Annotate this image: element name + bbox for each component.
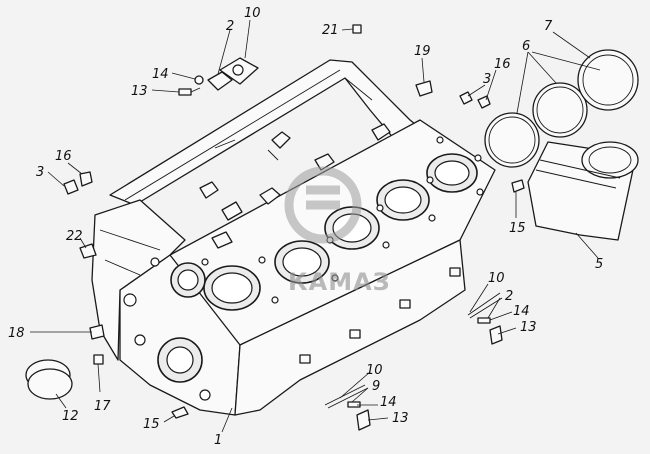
callout-14-top: 14 <box>152 67 169 82</box>
callout-19: 19 <box>414 44 431 59</box>
callout-3-right: 3 <box>483 72 491 87</box>
bolt <box>178 87 201 96</box>
callout-15-bottom: 15 <box>143 417 160 432</box>
kamaz-watermark: КАМАЗ <box>284 166 391 296</box>
callout-15-right: 15 <box>509 221 526 236</box>
cylinder-block <box>91 59 496 416</box>
callout-16-right: 16 <box>494 57 511 72</box>
hardware-lower <box>324 384 371 431</box>
callout-2-right: 2 <box>505 289 513 304</box>
washer <box>194 75 204 85</box>
seal-rings <box>484 82 588 168</box>
callout-18: 18 <box>8 326 25 341</box>
callout-14-right: 14 <box>513 304 530 319</box>
callout-21: 21 <box>322 23 339 38</box>
callout-10-bottom: 10 <box>366 363 383 378</box>
flange-plate <box>219 57 259 85</box>
callout-2-top: 2 <box>226 19 234 34</box>
callout-17: 17 <box>94 399 111 414</box>
callout-12: 12 <box>62 409 79 424</box>
callout-22: 22 <box>66 229 83 244</box>
callout-6: 6 <box>522 39 530 54</box>
gasket <box>207 71 233 91</box>
plug-18 <box>89 324 105 340</box>
callout-7: 7 <box>544 19 553 34</box>
cap <box>25 359 73 400</box>
callout-3-left: 3 <box>36 165 44 180</box>
callout-10-top: 10 <box>244 6 261 21</box>
plug-small <box>511 179 525 193</box>
pin <box>352 24 362 34</box>
plug <box>415 80 433 97</box>
ring <box>577 49 639 111</box>
callout-labels: 10 2 21 19 14 13 7 6 3 16 16 3 15 22 5 1… <box>8 6 603 448</box>
hardware-right-mid <box>467 292 503 345</box>
plug-left <box>63 171 93 195</box>
plug-22 <box>79 243 97 259</box>
plug-lower <box>171 406 189 419</box>
plug-upper-right <box>459 91 491 109</box>
callout-1: 1 <box>214 433 222 448</box>
callout-16-left: 16 <box>55 149 72 164</box>
callout-5: 5 <box>595 257 603 272</box>
callout-13-top: 13 <box>131 84 148 99</box>
watermark-text: КАМАЗ <box>288 268 391 296</box>
plug-17 <box>93 354 104 365</box>
cylinder-liner <box>527 141 639 241</box>
callout-14-bottom: 14 <box>380 395 397 410</box>
callout-13-bottom: 13 <box>392 411 409 426</box>
callout-10-right: 10 <box>488 271 505 286</box>
leader-lines <box>30 19 601 433</box>
callout-9: 9 <box>372 379 380 394</box>
callout-13-right: 13 <box>520 320 537 335</box>
